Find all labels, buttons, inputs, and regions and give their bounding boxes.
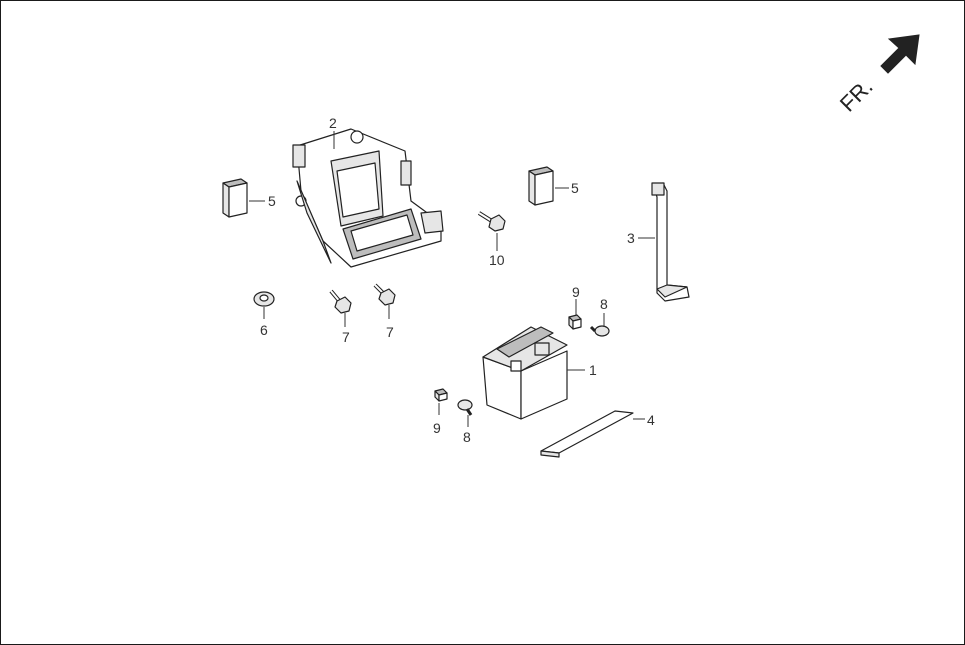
bolt-long xyxy=(477,211,506,232)
label-bolt-a: 7 xyxy=(342,329,350,345)
foam-block-right xyxy=(528,166,554,206)
front-label: FR. xyxy=(835,74,878,117)
label-pad: 4 xyxy=(647,412,655,428)
label-battery: 1 xyxy=(589,362,597,378)
label-screw-bottom: 8 xyxy=(463,429,471,445)
label-strap: 3 xyxy=(627,230,635,246)
grommet xyxy=(253,291,275,307)
screw-bottom xyxy=(457,399,473,416)
foam-block-left xyxy=(222,178,248,218)
label-screw-top: 8 xyxy=(600,296,608,312)
front-direction-indicator: FR. xyxy=(835,34,920,117)
label-nut-bottom: 9 xyxy=(433,420,441,436)
screw-top xyxy=(589,325,610,337)
nut-bottom xyxy=(434,388,448,402)
bolt-a xyxy=(329,289,352,314)
label-battery-box: 2 xyxy=(329,115,337,131)
label-foam-right: 5 xyxy=(571,180,579,196)
label-bolt-long: 10 xyxy=(489,252,505,268)
label-grommet: 6 xyxy=(260,322,268,338)
battery-box xyxy=(292,128,444,268)
bolt-b xyxy=(373,283,396,306)
battery-pad xyxy=(540,410,634,458)
label-nut-top: 9 xyxy=(572,284,580,300)
label-foam-left: 5 xyxy=(268,193,276,209)
nut-top xyxy=(568,314,582,330)
battery-strap xyxy=(651,182,690,302)
front-arrow-icon xyxy=(880,34,920,74)
label-bolt-b: 7 xyxy=(386,324,394,340)
battery xyxy=(482,326,568,420)
